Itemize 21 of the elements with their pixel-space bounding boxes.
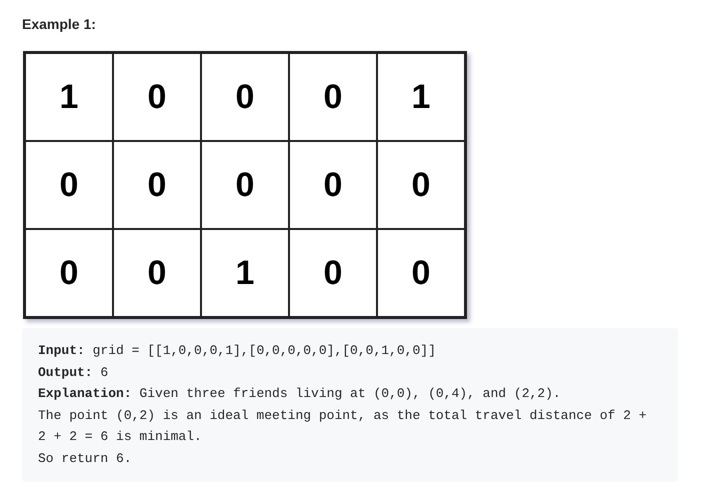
grid-cell: 0 bbox=[377, 229, 465, 317]
grid-cell: 1 bbox=[377, 53, 465, 141]
heading: Example 1: bbox=[22, 15, 96, 34]
grid-cell: 0 bbox=[25, 229, 113, 317]
grid-cell: 0 bbox=[201, 53, 289, 141]
code-line: So return 6. bbox=[38, 450, 133, 468]
grid-cell: 0 bbox=[377, 141, 465, 229]
grid-cell: 1 bbox=[25, 53, 113, 141]
grid-cell: 0 bbox=[289, 53, 377, 141]
grid-cell: 0 bbox=[289, 229, 377, 317]
code-line: Output: 6 bbox=[38, 364, 110, 382]
grid-cell: 0 bbox=[113, 229, 201, 317]
code-line: Input: grid = [[1,0,0,0,1],[0,0,0,0,0],[0,0,1,0,0]] bbox=[38, 342, 437, 360]
grid-cell: 0 bbox=[113, 141, 201, 229]
grid-cell: 1 bbox=[201, 229, 289, 317]
grid-cell: 0 bbox=[25, 141, 113, 229]
grid-cell: 0 bbox=[113, 53, 201, 141]
code-line: The point (0,2) is an ideal meeting point, as the total travel distance of 2 + 2 + 2 = 6 is minimal. bbox=[38, 406, 648, 446]
code-line: Explanation: Given three friends living at (0,0), (0,4), and (2,2). bbox=[38, 385, 562, 403]
grid-cell: 0 bbox=[201, 141, 289, 229]
grid-cell: 0 bbox=[289, 141, 377, 229]
